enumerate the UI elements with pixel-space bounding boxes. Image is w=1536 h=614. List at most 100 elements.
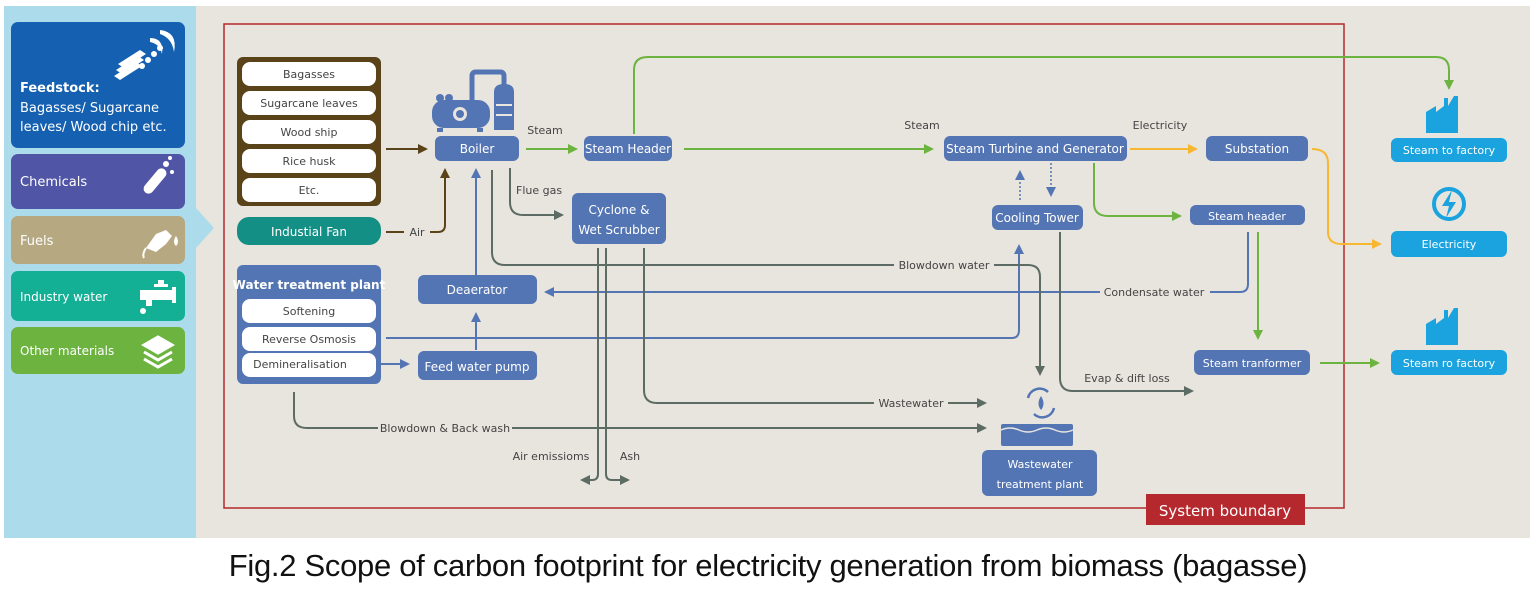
label-ash: Ash [620,450,640,463]
output-steam-ro-factory-label: Steam ro factory [1403,357,1496,370]
label-evap-loss: Evap & dift loss [1084,372,1170,385]
feed-water-pump-label: Feed water pump [425,360,530,374]
feedstock-label-line1: Bagasses/ Sugarcane [20,101,159,116]
feedstock-item [242,120,376,144]
label-air-emissions: Air emissioms [513,450,590,463]
fuels-label: Fuels [20,234,54,249]
label-blowdown-water: Blowdown water [899,259,990,272]
chemicals-label: Chemicals [20,175,87,190]
industrial-fan-label: Industial Fan [271,225,347,239]
lightning-icon [1432,187,1466,221]
wastewater-treatment-icon [1000,387,1074,446]
diagram-area [196,6,1530,538]
flow-flue-gas [509,168,564,220]
feedstock-item [242,62,376,86]
steam-transformer-box: Steam tranformer [1194,350,1310,375]
figure-caption: Fig.2 Scope of carbon footprint for elec… [228,548,1308,583]
feedstock-item-label: Bagasses [283,68,335,81]
flow-condensate [546,232,1249,292]
water-treatment-item-label: Demineralisation [253,358,347,371]
label-air: Air [409,226,425,239]
label-steam-1: Steam [527,124,563,137]
label-steam-2: Steam [904,119,940,132]
output-electricity-label: Electricity [1422,238,1477,251]
industry-water-label: Industry water [20,290,107,304]
label-electricity: Electricity [1133,119,1188,132]
wood-chip-icon [114,30,175,80]
steam-transformer-label: Steam tranformer [1203,357,1302,370]
input-other-materials: Other materials [11,327,185,374]
feedstock-item [242,91,376,115]
feedstock-item-label: Rice husk [282,155,336,168]
feedstock-group: Bagasses Sugarcane leaves Wood ship Rice… [237,57,381,206]
input-industry-water: Industry water [11,271,185,321]
flow-substation-electricity [1311,148,1382,249]
water-treatment-item [242,299,376,323]
flow-blowdown-backwash [293,392,985,428]
turbine-label: Steam Turbine and Generator [946,142,1124,156]
fuel-nozzle-icon [142,230,178,259]
output-steam-to-factory: Steam to factory [1391,138,1507,162]
flow-evap-loss [1059,232,1194,396]
flow-wastewater [643,248,985,403]
water-treatment-title: Water treatment plant [233,278,386,292]
flow-air [386,170,445,233]
water-tap-icon [140,280,176,314]
system-boundary-label: System boundary [1159,502,1291,520]
feedstock-item-label: Etc. [299,184,320,197]
flow-turbine-steamheader2 [1093,163,1182,221]
output-steam-to-factory-label: Steam to factory [1403,144,1496,157]
substation-label: Substation [1225,142,1289,156]
water-treatment-item-label: Reverse Osmosis [262,333,356,346]
cyclone-label-line1: Cyclone & [589,203,650,217]
other-materials-label: Other materials [20,344,114,358]
feedstock-title: Feedstock: [20,81,100,96]
boiler-label: Boiler [460,142,495,156]
label-blowdown-backwash: Blowdown & Back wash [380,422,510,435]
cooling-tower-label: Cooling Tower [995,211,1079,225]
system-boundary [223,23,1345,509]
flow-ash [605,248,630,485]
input-feedstock: Feedstock: Bagasses/ Sugarcane leaves/ W… [11,22,185,148]
deaerator-box: Deaerator [418,275,537,304]
boiler-icon [432,69,514,132]
feedstock-item [242,178,376,202]
flow-blowdown-water [491,170,1040,374]
sidebar-pointer [196,208,214,248]
cyclone-label-line2: Wet Scrubber [578,223,659,237]
flow-steam-to-factory [633,56,1454,134]
water-treatment-item [242,327,376,351]
feedstock-item [242,149,376,173]
label-condensate-water: Condensate water [1104,286,1205,299]
steam-turbine-generator: Steam Turbine and Generator [944,136,1127,161]
factory-icon [1426,308,1458,345]
cooling-tower-box: Cooling Tower [992,205,1083,230]
deaerator-label: Deaerator [447,283,508,297]
steam-header-2: Steam header [1190,205,1305,225]
layers-icon [140,335,176,369]
label-wastewater: Wastewater [878,397,944,410]
boiler-box: Boiler [435,136,519,161]
industrial-fan: Industial Fan [237,217,381,245]
water-treatment-plant: Water treatment plant Softening Reverse … [233,265,386,384]
wwtp-label-line2: treatment plant [997,478,1084,491]
steam-header-2-label: Steam header [1208,210,1286,223]
feed-water-pump-box: Feed water pump [418,351,537,380]
input-fuels: Fuels [11,216,185,264]
water-treatment-item [242,353,376,377]
substation-box: Substation [1206,136,1308,161]
input-chemicals: Chemicals [11,154,185,209]
system-boundary-label-box: System boundary [1146,494,1305,525]
test-tube-icon [143,156,174,194]
wwtp-label-line1: Wastewater [1007,458,1073,471]
output-steam-ro-factory: Steam ro factory [1391,350,1507,375]
steam-header-1-label: Steam Header [585,142,671,156]
wastewater-treatment-plant: Wastewater treatment plant [982,450,1097,496]
output-electricity: Electricity [1391,231,1507,257]
water-treatment-item-label: Softening [283,305,335,318]
feedstock-items: Bagasses Sugarcane leaves Wood ship Rice… [242,62,376,202]
feedstock-label-line2: leaves/ Wood chip etc. [20,120,167,135]
cyclone-wet-scrubber: Cyclone & Wet Scrubber [572,193,666,244]
flow-air-emissions [580,248,599,485]
